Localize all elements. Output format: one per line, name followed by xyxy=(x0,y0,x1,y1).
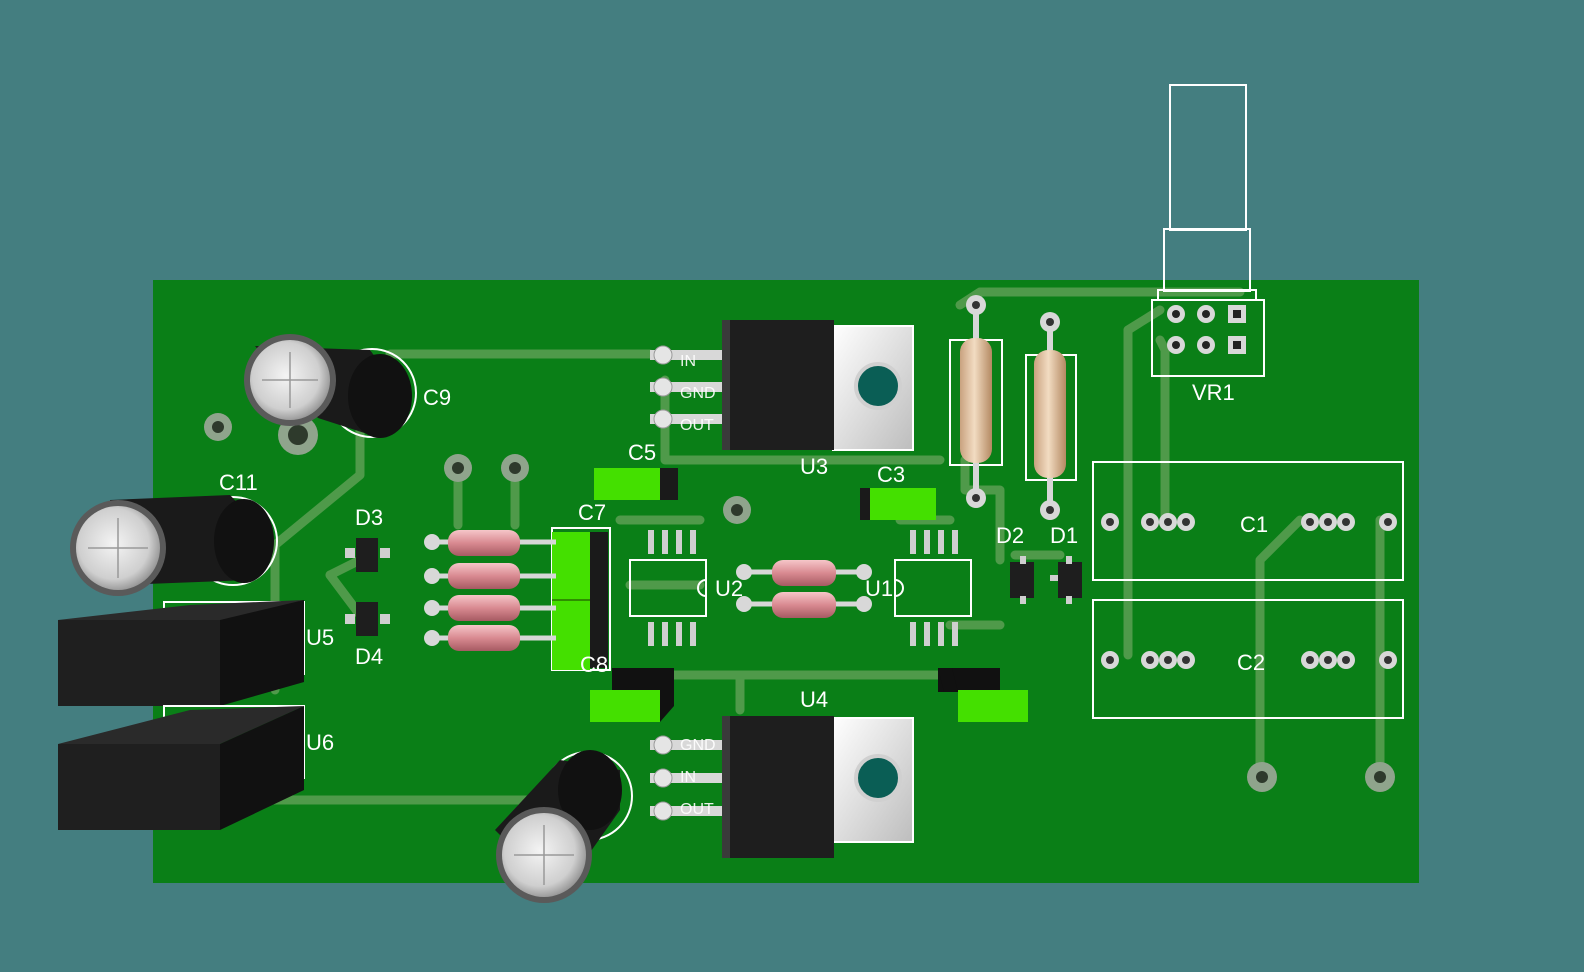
right-smd-capacitor[interactable] xyxy=(938,668,1028,722)
label-vr1: VR1 xyxy=(1192,380,1235,405)
label-d1: D1 xyxy=(1050,523,1078,548)
label-u5: U5 xyxy=(306,625,334,650)
label-u4: U4 xyxy=(800,687,828,712)
d2-diode[interactable] xyxy=(1010,556,1034,604)
middle-resistors[interactable] xyxy=(736,560,872,618)
label-c3: C3 xyxy=(877,462,905,487)
label-u3: U3 xyxy=(800,454,828,479)
label-u2: U2 xyxy=(715,576,743,601)
label-c8: C8 xyxy=(580,652,608,677)
u4-pin-in: IN xyxy=(680,769,696,786)
label-c2: C2 xyxy=(1237,650,1265,675)
label-c11: C11 xyxy=(219,470,258,495)
d3-diode[interactable] xyxy=(345,538,390,572)
bottom-electrolytic[interactable] xyxy=(495,750,633,903)
c11-electrolytic[interactable] xyxy=(70,495,278,596)
d1-diode[interactable] xyxy=(1050,556,1082,604)
c7-smd-capacitor[interactable] xyxy=(551,527,611,671)
label-u1: U1 xyxy=(865,576,893,601)
u4-pin-gnd: GND xyxy=(680,737,716,754)
beige-resistor-1[interactable] xyxy=(949,295,1003,508)
c1-pads xyxy=(1101,513,1397,531)
label-c1: C1 xyxy=(1240,512,1268,537)
vr1-potentiometer[interactable] xyxy=(1151,84,1265,377)
label-c5: C5 xyxy=(628,440,656,465)
u4-pin-out: OUT xyxy=(680,801,714,818)
label-d3: D3 xyxy=(355,505,383,530)
c8-smd-capacitor[interactable] xyxy=(590,668,674,722)
u3-pin-gnd: GND xyxy=(680,385,716,402)
label-c7: C7 xyxy=(578,500,606,525)
c1-footprint xyxy=(1092,461,1404,581)
c3-smd-capacitor[interactable] xyxy=(860,488,936,520)
vias xyxy=(204,413,1395,792)
u3-pin-in: IN xyxy=(680,353,696,370)
label-c9: C9 xyxy=(423,385,451,410)
c5-smd-capacitor[interactable] xyxy=(594,468,678,500)
label-u6: U6 xyxy=(306,730,334,755)
u3-pin-out: OUT xyxy=(680,417,714,434)
d4-diode[interactable] xyxy=(345,602,390,636)
c2-footprint xyxy=(1092,599,1404,719)
u1-ic[interactable] xyxy=(894,530,972,646)
u6-module[interactable] xyxy=(58,705,305,830)
c9-electrolytic[interactable] xyxy=(244,334,417,438)
label-d2: D2 xyxy=(996,523,1024,548)
u3-regulator[interactable] xyxy=(650,320,914,451)
left-resistor-bank[interactable] xyxy=(424,530,556,651)
u5-module[interactable] xyxy=(58,600,305,706)
beige-resistor-2[interactable] xyxy=(1025,312,1077,520)
c2-pads xyxy=(1101,651,1397,669)
u2-ic[interactable] xyxy=(629,530,707,646)
u4-regulator[interactable] xyxy=(650,716,914,858)
label-d4: D4 xyxy=(355,644,383,669)
